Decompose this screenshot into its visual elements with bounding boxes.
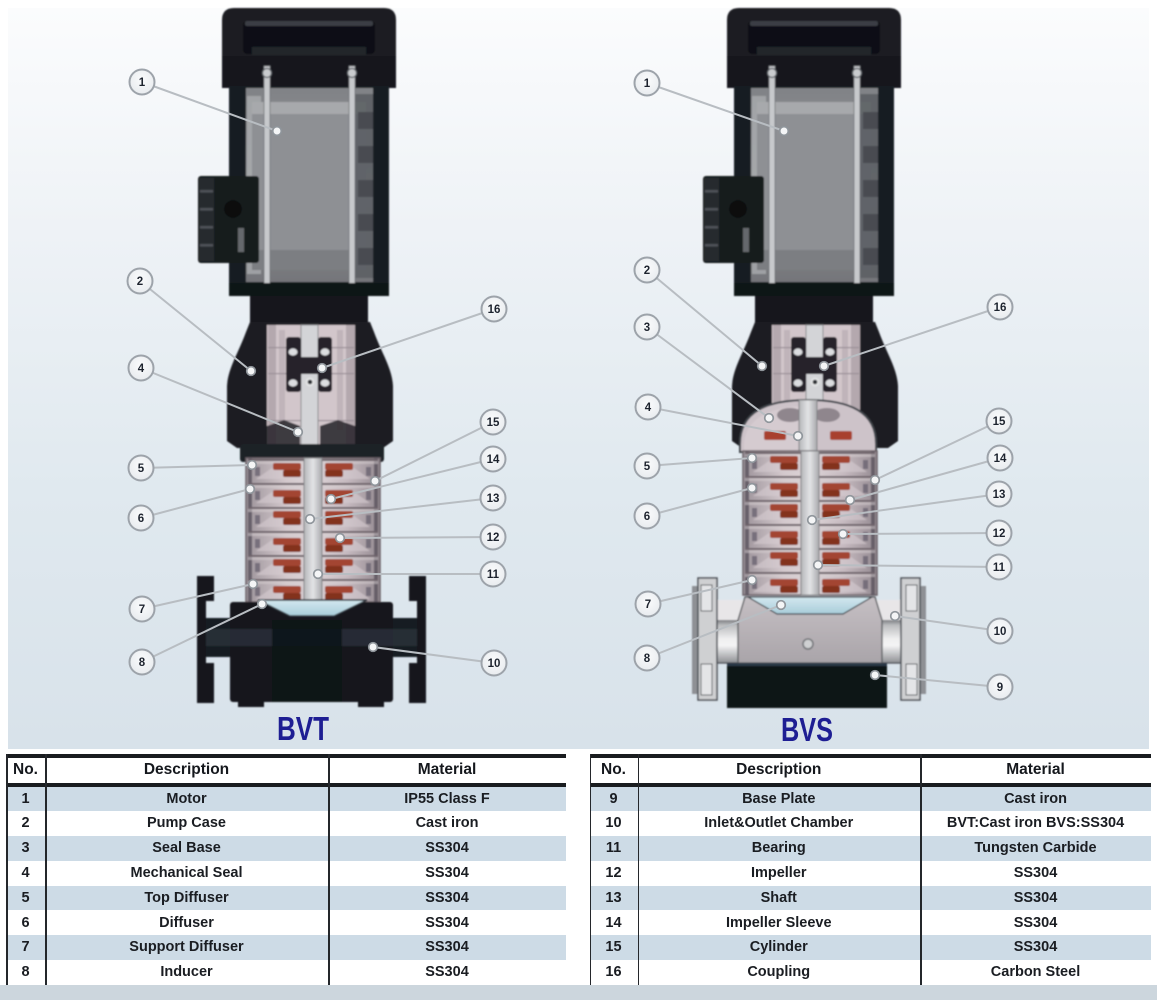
svg-text:16: 16 <box>488 304 501 316</box>
svg-text:3: 3 <box>644 322 650 334</box>
svg-text:6: 6 <box>138 513 144 525</box>
svg-text:5: 5 <box>138 463 145 475</box>
svg-text:5: 5 <box>644 461 651 473</box>
svg-text:11: 11 <box>487 569 500 581</box>
svg-text:8: 8 <box>644 653 651 665</box>
svg-text:12: 12 <box>487 532 500 544</box>
svg-text:2: 2 <box>644 265 650 277</box>
svg-text:BVS: BVS <box>781 711 833 748</box>
svg-text:4: 4 <box>138 363 145 375</box>
svg-text:6: 6 <box>644 511 650 523</box>
svg-text:10: 10 <box>994 626 1007 638</box>
svg-text:15: 15 <box>993 416 1006 428</box>
svg-text:7: 7 <box>139 604 145 616</box>
svg-text:16: 16 <box>994 302 1007 314</box>
svg-text:11: 11 <box>993 562 1006 574</box>
svg-text:10: 10 <box>488 658 501 670</box>
svg-text:9: 9 <box>997 682 1003 694</box>
svg-text:8: 8 <box>139 657 146 669</box>
svg-text:1: 1 <box>644 78 651 90</box>
svg-text:1: 1 <box>139 77 146 89</box>
svg-text:15: 15 <box>487 417 500 429</box>
svg-text:4: 4 <box>645 402 652 414</box>
svg-text:7: 7 <box>645 599 651 611</box>
svg-text:14: 14 <box>994 453 1007 465</box>
svg-text:13: 13 <box>993 489 1006 501</box>
svg-text:14: 14 <box>487 454 500 466</box>
svg-text:12: 12 <box>993 528 1006 540</box>
svg-text:13: 13 <box>487 493 500 505</box>
svg-text:2: 2 <box>137 276 143 288</box>
svg-text:BVT: BVT <box>277 710 329 747</box>
